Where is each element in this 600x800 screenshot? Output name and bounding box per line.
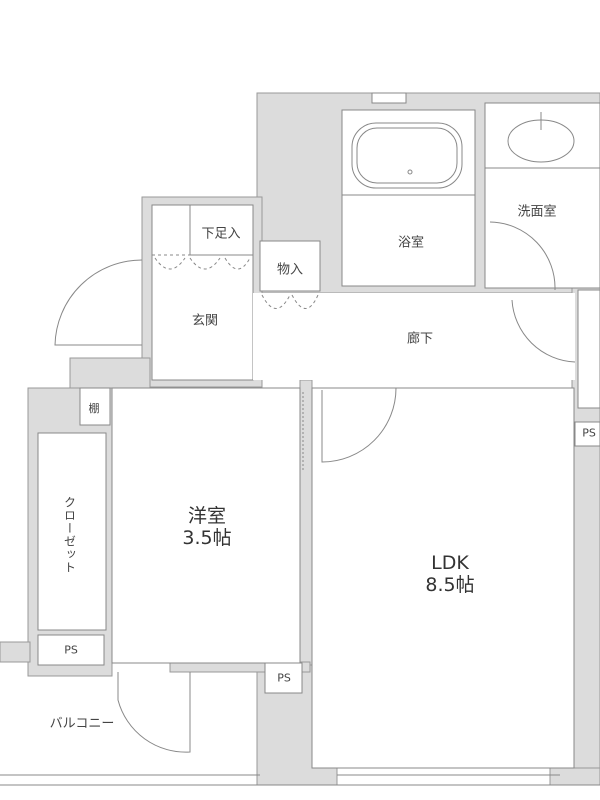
label-western-room: 洋室 3.5帖	[182, 505, 231, 549]
western-room-size: 3.5帖	[182, 527, 232, 549]
label-washroom: 洗面室	[517, 204, 557, 220]
ldk-size: 8.5帖	[425, 574, 475, 596]
label-bathroom: 浴室	[397, 235, 425, 251]
label-entrance: 玄関	[191, 313, 219, 329]
label-storage: 物入	[276, 262, 304, 278]
shelf	[79, 387, 111, 426]
label-ps-right: PS	[582, 426, 596, 440]
wall-left-ext	[0, 641, 31, 663]
wall-left-step	[69, 357, 151, 393]
ldk	[311, 387, 575, 769]
label-hallway: 廊下	[406, 331, 434, 347]
western-room	[111, 387, 301, 664]
hallway	[253, 293, 575, 380]
closet	[37, 432, 107, 631]
bathroom	[341, 109, 476, 287]
shoe-storage	[189, 204, 254, 256]
ldk-name: LDK	[431, 552, 469, 574]
right-room	[577, 289, 600, 409]
washroom	[484, 102, 600, 289]
label-balcony: バルコニー	[49, 716, 115, 732]
door-entrance	[54, 259, 143, 346]
window-top	[371, 92, 407, 104]
door-hall-right	[511, 299, 576, 363]
western-room-name: 洋室	[187, 505, 226, 527]
label-closet: クローゼット	[62, 496, 77, 574]
storage	[259, 240, 321, 292]
ps-right-box	[574, 421, 600, 447]
wall-mid	[299, 379, 313, 681]
label-ps-left: PS	[64, 643, 78, 657]
door-balcony	[117, 672, 191, 753]
ps-center-box	[264, 662, 303, 694]
bathtub	[351, 122, 463, 189]
label-shelf: 棚	[88, 402, 100, 415]
label-ldk: LDK 8.5帖	[425, 552, 474, 596]
door-ldk	[321, 387, 397, 463]
wall-right-bottom	[549, 767, 600, 786]
label-shoe-storage: 下足入	[201, 226, 241, 242]
label-ps-center: PS	[277, 671, 291, 685]
door-washroom	[489, 221, 556, 291]
ps-left-box	[37, 634, 105, 666]
